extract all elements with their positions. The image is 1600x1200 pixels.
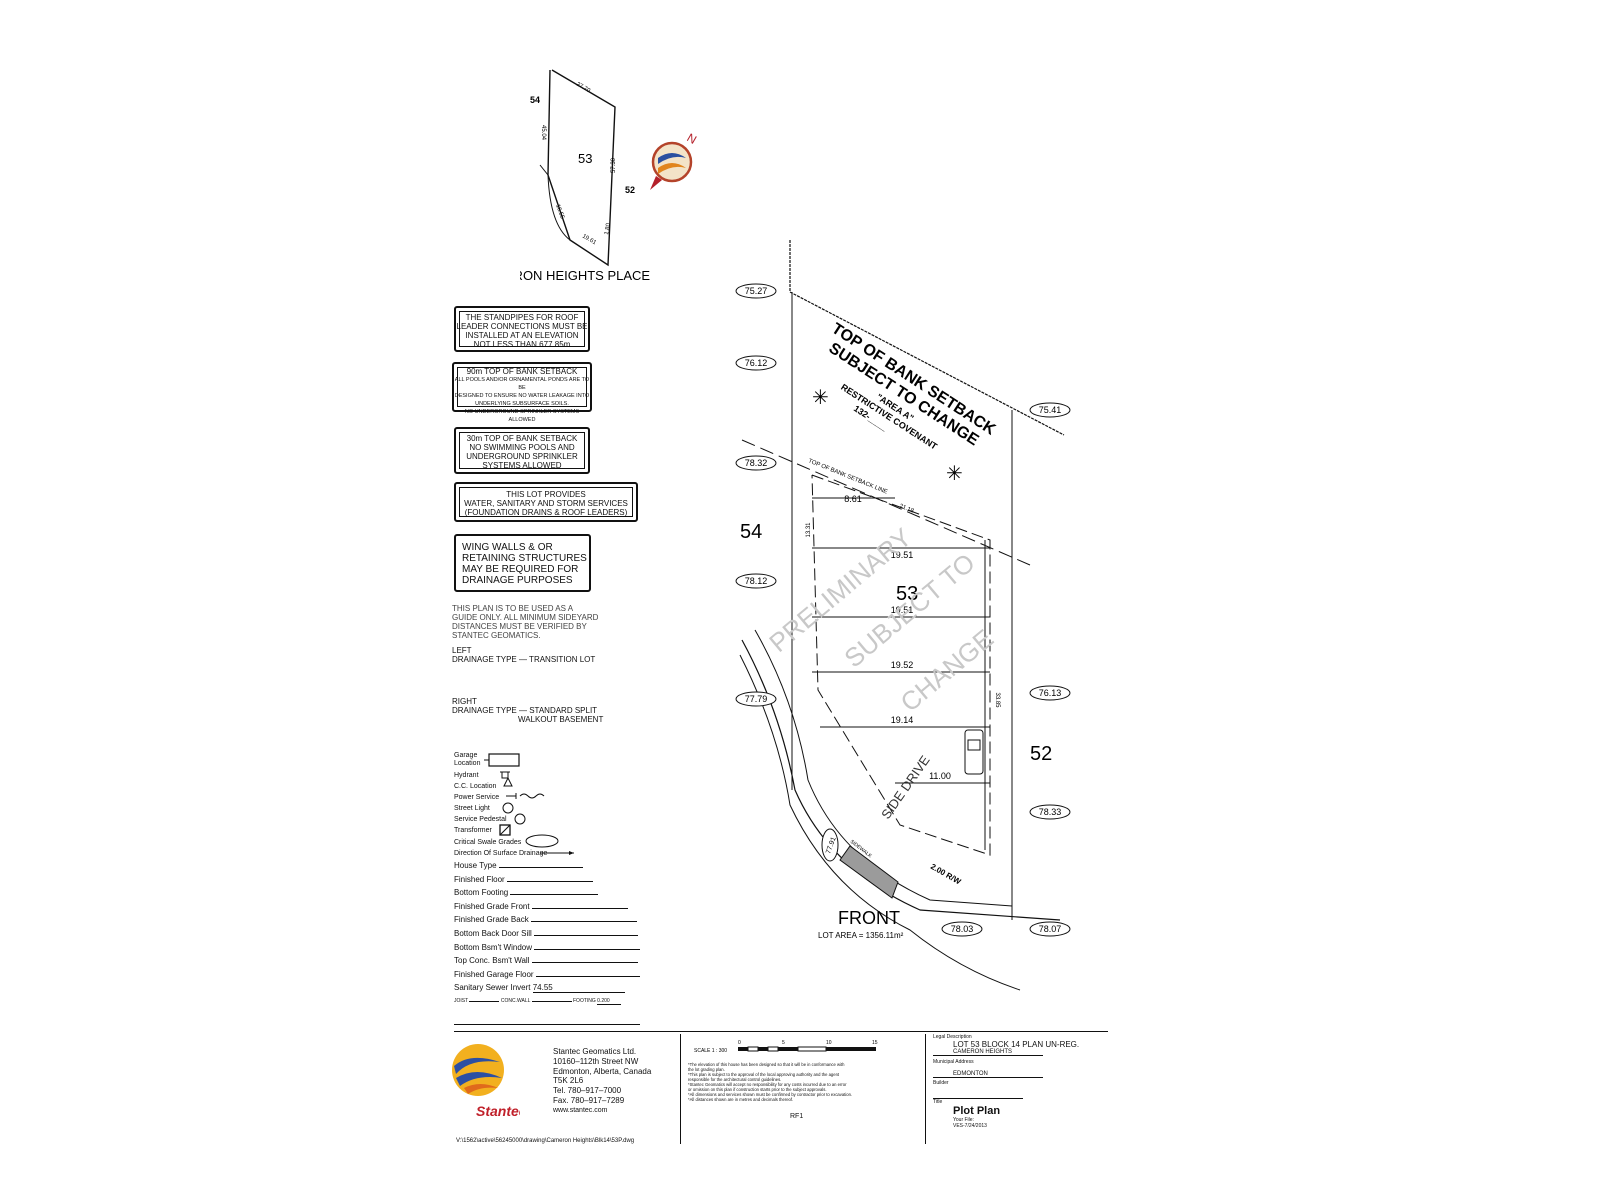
sidewalk xyxy=(839,845,899,899)
plan-title: Plot Plan xyxy=(953,1105,1001,1117)
svg-text:Stantec: Stantec xyxy=(476,1103,520,1119)
svg-text:13.31: 13.31 xyxy=(806,522,812,538)
elev-78-07: 78.07 xyxy=(1039,924,1062,934)
key-plan-lot-outline xyxy=(547,69,616,267)
svg-text:✳: ✳ xyxy=(946,463,963,485)
street-light-icon xyxy=(502,802,514,814)
garage-icon xyxy=(488,753,520,767)
svg-text:19.14: 19.14 xyxy=(891,715,914,725)
elev-75-41: 75.41 xyxy=(1039,405,1062,415)
key-plan-dim: 16.55 xyxy=(554,204,565,221)
key-plan-dim: 45.04 xyxy=(540,125,546,141)
elev-78-12: 78.12 xyxy=(745,576,768,586)
svg-text:SCALE 1 : 300: SCALE 1 : 300 xyxy=(694,1048,727,1054)
legal-block: Legal Description LOT 53 BLOCK 14 PLAN U… xyxy=(933,1034,1113,1129)
svg-text:5: 5 xyxy=(782,1040,785,1046)
elevation-bubbles xyxy=(735,283,1071,937)
hydrant-icon xyxy=(500,771,510,779)
file-path: V:\1562\active\56245000\drawing\Cameron … xyxy=(456,1138,635,1144)
svg-text:N: N xyxy=(685,130,700,146)
scale-bar: SCALE 1 : 300 0 5 10 15 xyxy=(694,1040,878,1054)
key-plan-dim: 57.30 xyxy=(611,157,617,173)
svg-text:TOP OF BANK SETBACK: TOP OF BANK SETBACK xyxy=(828,320,998,439)
rf-label: RF1 xyxy=(790,1113,804,1120)
swale-icon xyxy=(525,834,559,848)
building-envelope xyxy=(811,474,991,856)
key-plan-dim: 19.61 xyxy=(581,234,598,247)
lot-52-label: 52 xyxy=(1030,743,1052,765)
svg-text:8.61: 8.61 xyxy=(844,494,862,504)
bank-setback-label: TOP OF BANK SETBACK SUBJECT TO CHANGE "A… xyxy=(826,320,999,452)
bank-boundary xyxy=(789,240,1065,436)
key-plan-dim: 27.70 xyxy=(575,82,592,95)
cc-location-icon xyxy=(503,776,513,787)
elev-78-33: 78.33 xyxy=(1039,807,1062,817)
row-label: 2.00 R/W xyxy=(929,862,963,887)
elev-78-32: 78.32 xyxy=(745,458,768,468)
key-plan: 54 53 52 27.70 45.04 57.30 16.55 19.61 1… xyxy=(520,69,650,283)
north-arrow-icon: N xyxy=(650,130,700,190)
key-plan-lot-52: 52 xyxy=(625,185,635,195)
svg-text:15: 15 xyxy=(872,1040,878,1046)
plot-plan: 75.27 76.12 78.32 78.12 77.79 75.41 76.1… xyxy=(735,240,1071,991)
elev-78-03: 78.03 xyxy=(951,924,974,934)
company-address: Stantec Geomatics Ltd.10160–112th Street… xyxy=(553,1047,652,1114)
key-plan-lot-54: 54 xyxy=(530,95,540,105)
car-icon xyxy=(964,729,984,775)
svg-text:19.51: 19.51 xyxy=(891,550,914,560)
elev-76-12: 76.12 xyxy=(745,358,768,368)
lot-54-label: 54 xyxy=(740,521,762,543)
svg-text:19.52: 19.52 xyxy=(891,660,914,670)
svg-text:10: 10 xyxy=(826,1040,832,1046)
sanitary-invert-value: 74.55 xyxy=(532,983,625,994)
setback-line xyxy=(741,439,1031,566)
key-plan-dim: 1.80 xyxy=(604,222,612,235)
lot-area: LOT AREA = 1356.11m² xyxy=(818,931,904,940)
elev-75-27: 75.27 xyxy=(745,286,768,296)
elev-76-13: 76.13 xyxy=(1039,688,1062,698)
svg-text:33.85: 33.85 xyxy=(994,692,1000,708)
side-drive-label: SIDE DRIVE xyxy=(878,752,933,821)
transformer-icon xyxy=(499,824,511,836)
elevation-fields: House Type Finished Floor Bottom Footing… xyxy=(454,861,644,1005)
svg-text:21.18: 21.18 xyxy=(898,503,915,514)
stantec-logo-icon: Stantec xyxy=(452,1044,520,1119)
setback-line-label: TOP OF BANK SETBACK LINE xyxy=(807,458,888,495)
key-plan-street: CAMERON HEIGHTS PLACE xyxy=(520,268,650,283)
key-plan-lot-53: 53 xyxy=(578,151,592,166)
lot-53-label: 53 xyxy=(896,583,918,605)
svg-text:CHANGE: CHANGE xyxy=(895,623,1000,717)
svg-text:19.51: 19.51 xyxy=(891,605,914,615)
front-label: FRONT xyxy=(838,908,900,928)
elev-77-79: 77.79 xyxy=(745,694,768,704)
svg-text:✳: ✳ xyxy=(812,387,829,409)
setback-90m-note: 90m TOP OF BANK SETBACK ALL POOLS AND/OR… xyxy=(452,362,592,423)
disclaimers: *The elevation of this house has been de… xyxy=(688,1062,853,1102)
svg-text:11.00: 11.00 xyxy=(929,771,951,781)
svg-text:0: 0 xyxy=(738,1040,741,1046)
power-service-icon xyxy=(506,793,545,799)
service-pedestal-icon xyxy=(514,813,526,825)
